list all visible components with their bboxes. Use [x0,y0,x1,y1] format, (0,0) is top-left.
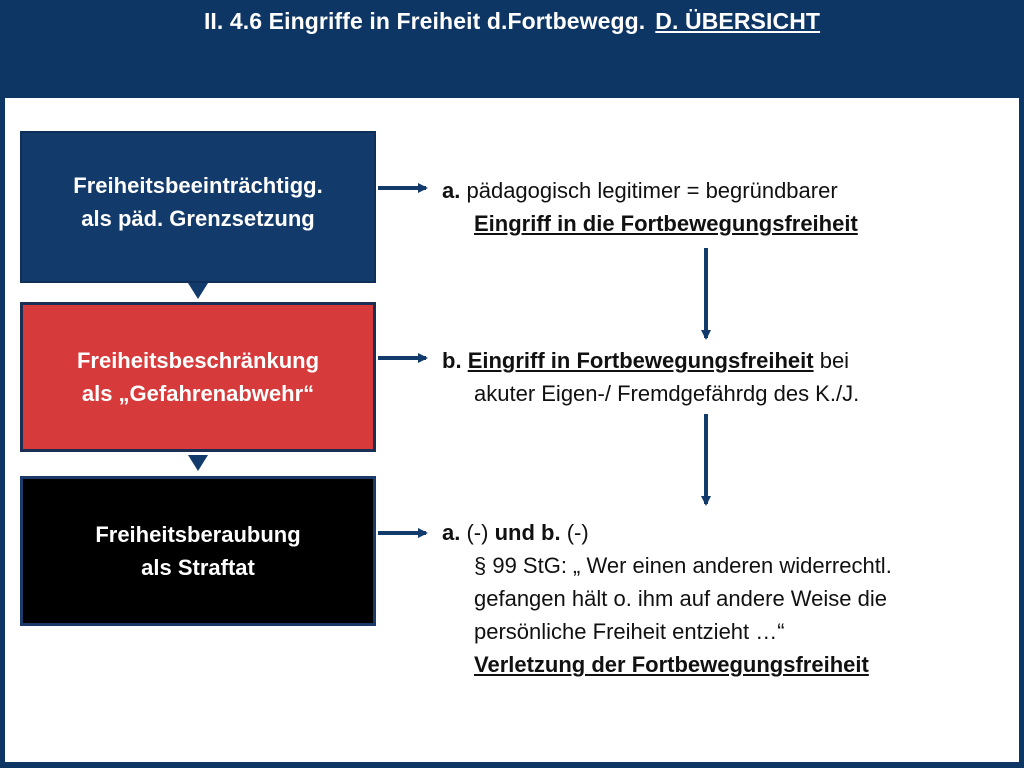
triangle-connector-2 [188,455,208,471]
text-b-line1-rest: bei [819,348,850,373]
text-c-neg-a: (-) [466,520,489,545]
text-a-line2: Eingriff in die Fortbewegungsfreiheit [474,211,858,236]
box-freiheitsberaubung: Freiheitsberaubung als Straftat [20,476,376,626]
header-bar: II. 4.6 Eingriffe in Freiheit d.Fortbewe… [0,0,1024,98]
box1-line2: als päd. Grenzsetzung [81,206,315,231]
text-b-line2: akuter Eigen-/ Fremdgefährdg des K./J. [474,381,860,406]
text-c-line5: Verletzung der Fortbewegungsfreiheit [474,652,869,677]
title-section: D. ÜBERSICHT [655,8,821,34]
box-freiheitsbeschraenkung: Freiheitsbeschränkung als „Gefahrenabweh… [20,302,376,452]
box3-line2: als Straftat [141,555,255,580]
box-freiheitsbeeintraechtigung: Freiheitsbeeinträchtigg. als päd. Grenzs… [20,131,376,283]
box2-line1: Freiheitsbeschränkung [76,348,320,373]
text-a-marker: a. [442,178,461,203]
slide-title: II. 4.6 Eingriffe in Freiheit d.Fortbewe… [0,8,1024,35]
text-c-line4: persönliche Freiheit entzieht …“ [474,619,785,644]
box3-line1: Freiheitsberaubung [95,522,301,547]
text-c-line2: § 99 StG: „ Wer einen anderen widerrecht… [474,553,892,578]
text-c-marker-a: a. [442,520,461,545]
title-main: II. 4.6 Eingriffe in Freiheit d.Fortbewe… [203,8,646,34]
text-block-c: a. (-) und b. (-) § 99 StG: „ Wer einen … [442,516,892,681]
box2-line2: als „Gefahrenabwehr“ [81,381,315,406]
text-c-line3: gefangen hält o. ihm auf andere Weise di… [474,586,887,611]
box1-line1: Freiheitsbeeinträchtigg. [73,173,323,198]
text-block-b: b. Eingriff in Fortbewegungsfreiheit bei… [442,344,859,410]
text-a-line1: pädagogisch legitimer = begründbarer [466,178,838,203]
text-c-neg-b: (-) [566,520,589,545]
text-c-und-b: und b. [494,520,561,545]
text-b-line1-underlined: Eingriff in Fortbewegungsfreiheit [467,348,814,373]
text-block-a: a. pädagogisch legitimer = begründbarer … [442,174,858,240]
text-b-marker: b. [442,348,462,373]
triangle-connector-1 [188,283,208,299]
